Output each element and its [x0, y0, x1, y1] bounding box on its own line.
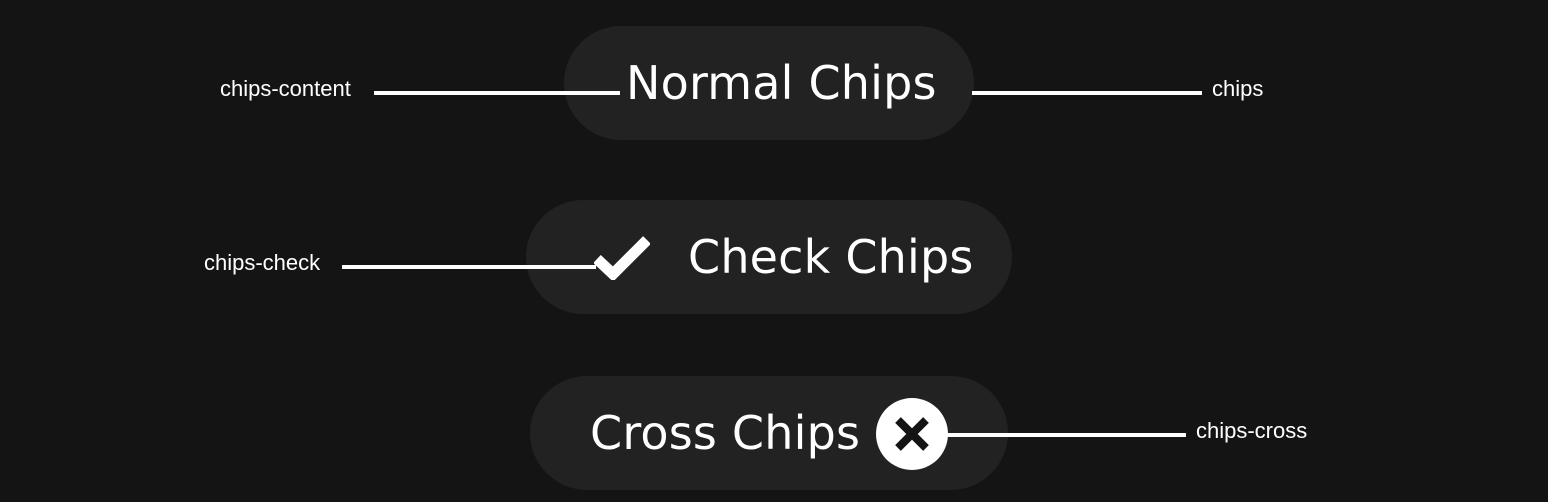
check-chip[interactable]: Check Chips	[526, 200, 1012, 314]
cross-chip-label: Cross Chips	[590, 406, 861, 460]
chips-cross-leader-line	[946, 433, 1186, 437]
chips-cross-annotation: chips-cross	[1196, 418, 1308, 443]
check-chip-label: Check Chips	[688, 230, 974, 284]
chips-content-leader-line	[374, 91, 620, 95]
normal-chip[interactable]: Normal Chips	[564, 26, 974, 140]
chips-leader-line	[972, 91, 1202, 95]
chips-check-leader-line	[342, 265, 596, 269]
chips-check-annotation: chips-check	[204, 250, 321, 275]
cross-chip[interactable]: Cross Chips	[530, 376, 1008, 490]
close-circle-icon[interactable]	[876, 398, 948, 470]
checkmark-icon	[593, 234, 651, 282]
chips-content-annotation: chips-content	[220, 76, 351, 101]
normal-chip-label: Normal Chips	[626, 56, 937, 110]
chips-annotation: chips	[1212, 76, 1264, 101]
